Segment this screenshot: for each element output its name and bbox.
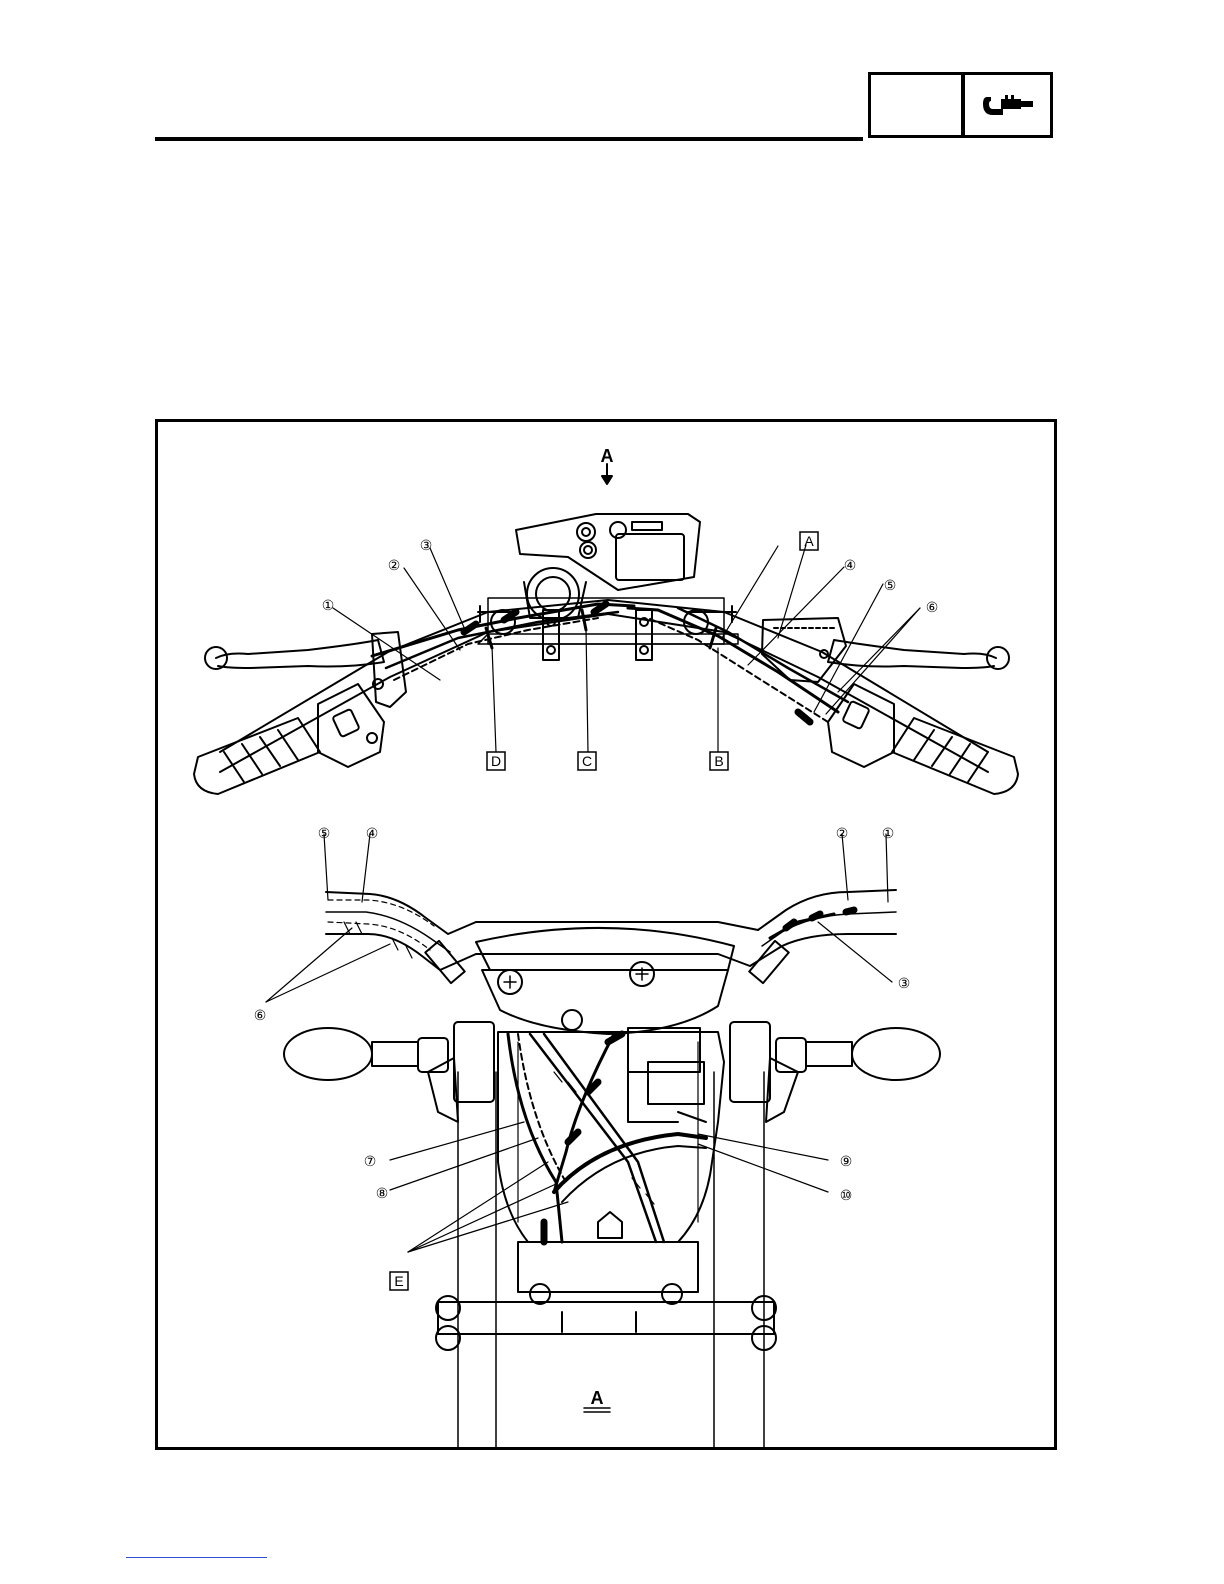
callout-3-top: ③ (420, 537, 433, 553)
callout-5-top: ⑤ (884, 577, 897, 593)
callout-1-bottom: ① (882, 825, 895, 841)
letter-d-box: D (491, 753, 501, 769)
caliper-icon (981, 91, 1037, 121)
letter-a-box: A (804, 533, 814, 549)
callout-6-top: ⑥ (926, 599, 939, 615)
letter-e-box: E (394, 1273, 403, 1289)
callout-10-bottom: ⑩ (840, 1187, 853, 1203)
callout-4-bottom: ④ (366, 825, 379, 841)
view-arrow-label: A (601, 446, 614, 466)
callout-7-bottom: ⑦ (364, 1153, 377, 1169)
letter-c-box: C (582, 753, 592, 769)
bottom-link-rule (126, 1557, 267, 1558)
section-box (868, 72, 964, 138)
header-rule (155, 137, 863, 141)
callout-5-bottom: ⑤ (318, 825, 331, 841)
callout-3-bottom: ③ (898, 975, 911, 991)
callout-1-top: ① (322, 597, 335, 613)
callout-9-bottom: ⑨ (840, 1153, 853, 1169)
callout-4-top: ④ (844, 557, 857, 573)
section-icon-box (962, 72, 1053, 138)
callout-6-bottom: ⑥ (254, 1007, 267, 1023)
callout-8-bottom: ⑧ (376, 1185, 389, 1201)
figure-frame: A A ① ② ③ ④ ⑤ ⑥ A B C D E ⑤ ④ ② ① ⑥ ③ ⑦ … (155, 419, 1057, 1450)
view-caption: A (591, 1388, 604, 1408)
callout-2-bottom: ② (836, 825, 849, 841)
wiring-diagram: A A ① ② ③ ④ ⑤ ⑥ A B C D E ⑤ ④ ② ① ⑥ ③ ⑦ … (158, 422, 1054, 1447)
letter-b-box: B (714, 753, 723, 769)
callout-2-top: ② (388, 557, 401, 573)
